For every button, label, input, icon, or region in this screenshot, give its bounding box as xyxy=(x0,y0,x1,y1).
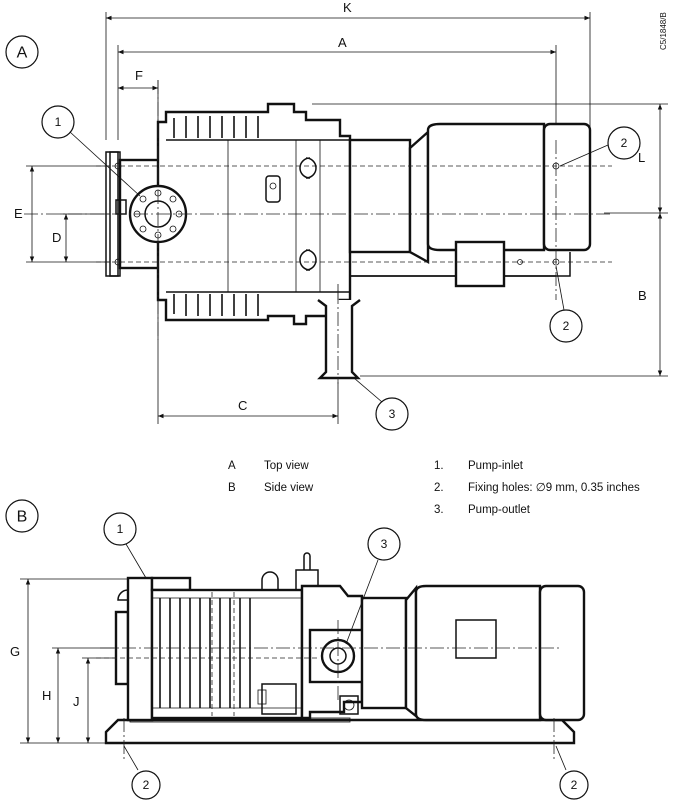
callout-2-side-left: 2 xyxy=(143,778,150,792)
view-b-badge: B xyxy=(5,499,39,533)
legend-text-fixing-holes: Fixing holes: ∅9 mm, 0.35 inches xyxy=(468,482,640,494)
side-view-callouts: 1 3 2 2 xyxy=(103,512,589,800)
legend-text-pump-outlet: Pump-outlet xyxy=(468,504,531,516)
dim-label-g: G xyxy=(10,644,20,659)
top-view-centerlines xyxy=(24,80,612,384)
svg-text:B: B xyxy=(17,509,28,526)
legend-key-3: 3. xyxy=(434,504,444,516)
side-view-pump xyxy=(104,552,586,745)
legend-key-2: 2. xyxy=(434,482,444,494)
dim-label-j: J xyxy=(73,694,80,709)
legend-text-side-view: Side view xyxy=(264,482,314,494)
dim-label-h: H xyxy=(42,688,51,703)
legend: A Top view B Side view 1. Pump-inlet 2. … xyxy=(228,460,640,516)
dim-label-l: L xyxy=(638,150,645,165)
dim-label-b: B xyxy=(638,288,647,303)
legend-key-1: 1. xyxy=(434,460,444,472)
view-a-badge: A xyxy=(5,35,39,69)
dim-label-d: D xyxy=(52,230,61,245)
legend-text-top-view: Top view xyxy=(264,460,309,472)
callout-1-top: 1 xyxy=(55,115,62,129)
drawing-reference: C5/1848/B xyxy=(659,12,668,50)
top-view-pump xyxy=(105,102,592,380)
dim-label-f: F xyxy=(135,68,143,83)
side-view-centerlines xyxy=(96,620,560,760)
dim-label-c: C xyxy=(238,398,247,413)
callout-3-side: 3 xyxy=(381,537,388,551)
callout-3-top: 3 xyxy=(389,407,396,421)
legend-key-a: A xyxy=(228,460,236,472)
side-view-dimensions: G H J xyxy=(10,578,150,744)
callout-2-top-lower: 2 xyxy=(563,319,570,333)
dim-label-a: A xyxy=(338,35,347,50)
legend-text-pump-inlet: Pump-inlet xyxy=(468,460,524,472)
svg-text:A: A xyxy=(17,45,28,62)
dim-label-k: K xyxy=(343,0,352,15)
callout-2-side-right: 2 xyxy=(571,778,578,792)
callout-1-side: 1 xyxy=(117,522,124,536)
dim-label-e: E xyxy=(14,206,23,221)
legend-key-b: B xyxy=(228,482,236,494)
callout-2-top-upper: 2 xyxy=(621,136,628,150)
top-view-callouts: 1 2 2 3 xyxy=(41,105,641,431)
